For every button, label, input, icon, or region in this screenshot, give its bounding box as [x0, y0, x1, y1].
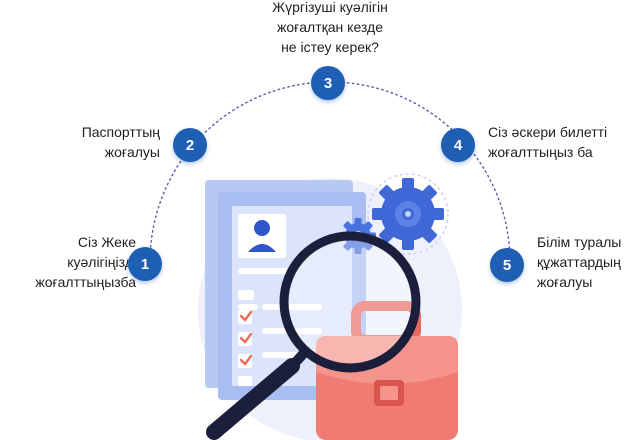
step-3-label: Жүргізуші куәлігін жоғалтқан кезде не іс…	[272, 0, 388, 55]
step-2-label: Паспорттың жоғалуы	[81, 124, 160, 160]
step-4-label: Сіз әскери билетті жоғалттыңыз ба	[488, 124, 608, 160]
check-mark-icon	[238, 310, 253, 386]
step-3-badge: 3	[311, 66, 345, 100]
step-5-badge: 5	[490, 248, 524, 282]
step-1-badge: 1	[128, 247, 162, 281]
magnifier-icon	[206, 231, 421, 440]
step-2-badge: 2	[173, 128, 207, 162]
gear-icon	[340, 173, 449, 255]
step-1-label: Сіз Жеке куәлігіңізді жоғалттыңызба	[35, 234, 136, 290]
user-avatar-icon	[248, 220, 276, 252]
step-4-badge: 4	[441, 128, 475, 162]
step-5-label: Білім туралы құжаттардың жоғалуы	[537, 234, 622, 290]
